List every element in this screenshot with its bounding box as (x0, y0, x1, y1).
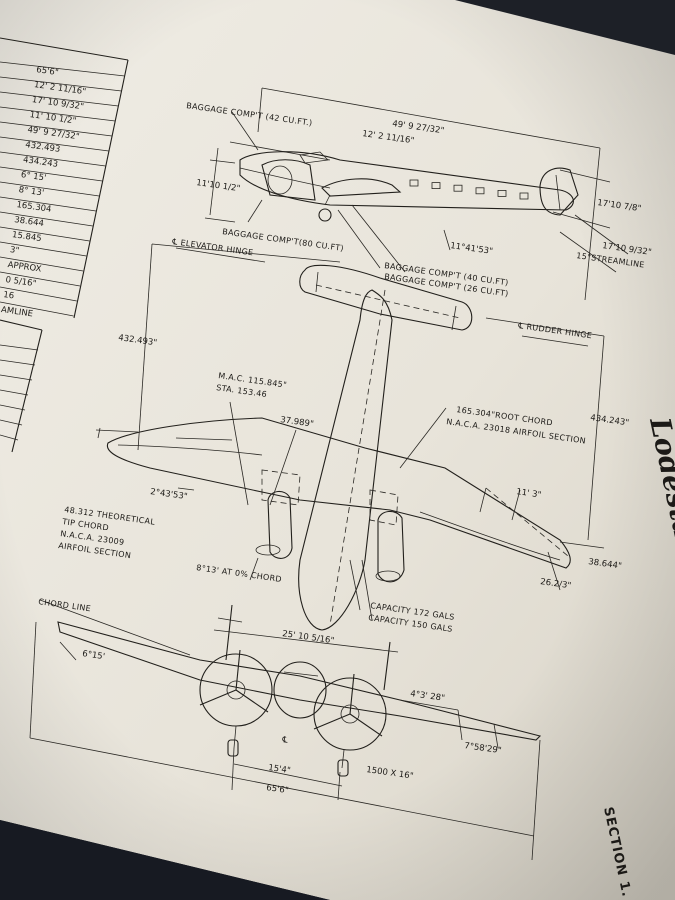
spec-table-lower (0, 319, 43, 453)
plan-113-dim: 11' 3" (516, 487, 542, 500)
right-propeller (313, 673, 387, 769)
spec-table-value: 3" (9, 245, 20, 256)
spec-table-value: 38.644 (14, 215, 45, 229)
plan-38-dim: 38.644" (588, 557, 623, 572)
side-window (497, 189, 507, 197)
spec-table-value: APPROX (7, 260, 42, 275)
centerline-mark: ℄ (281, 735, 289, 746)
spec-table-rule (0, 136, 109, 152)
spec-table-rule (0, 271, 81, 287)
spec-table-value: 6° 15' (20, 170, 47, 183)
spec-table-rule (0, 121, 113, 137)
front-view (29, 599, 542, 861)
spec-table-value: 15.845 (11, 230, 42, 244)
spec-table-value: 16 (3, 290, 15, 301)
spec-table-value: 432.493 (25, 140, 61, 155)
side-window (475, 187, 485, 195)
spec-table-value: 8° 13' (18, 185, 45, 198)
spec-table-rule (0, 151, 106, 167)
spec-table-value: AMLINE (0, 305, 33, 319)
spec-table-rule (0, 91, 119, 107)
plan-26-dim: 26.2/3" (540, 577, 572, 591)
spec-table-rule (0, 181, 100, 197)
side-window (519, 192, 529, 200)
spec-table-value: 0 5/16" (5, 275, 37, 289)
spec-table-rule (0, 61, 125, 77)
spec-table-rule (0, 196, 97, 212)
side-window (453, 184, 463, 192)
spec-table-value: 434.243 (22, 155, 58, 170)
span-dim: 65'6" (266, 783, 290, 796)
spec-table-rule (0, 226, 90, 242)
side-window (431, 182, 441, 190)
spec-table-value: 165.304 (16, 200, 52, 215)
left-propeller (199, 649, 273, 749)
spec-table-rule (0, 106, 116, 122)
plan-37-dim: 37.989" (280, 415, 315, 430)
spec-table-rule (0, 241, 87, 257)
dihedral-dim: 6°15' (82, 649, 106, 662)
spec-table-rule (0, 286, 77, 302)
spec-table-value: 65'6" (36, 65, 60, 78)
prop-spacing-dim: 15'4" (268, 763, 292, 776)
spec-table-rule (0, 166, 103, 182)
side-view (204, 87, 629, 301)
side-window (409, 179, 419, 187)
angle-43-dim: 4°3' 28" (410, 689, 446, 704)
spec-table-rule (0, 76, 122, 92)
plan-view (95, 243, 605, 631)
spec-table-rule (0, 211, 93, 227)
spec-table-rule (0, 301, 74, 317)
spec-table: 65'6"12' 2 11/16"17' 10 9/32"11' 10 1/2"… (0, 37, 129, 453)
spec-table-rule (0, 256, 84, 272)
